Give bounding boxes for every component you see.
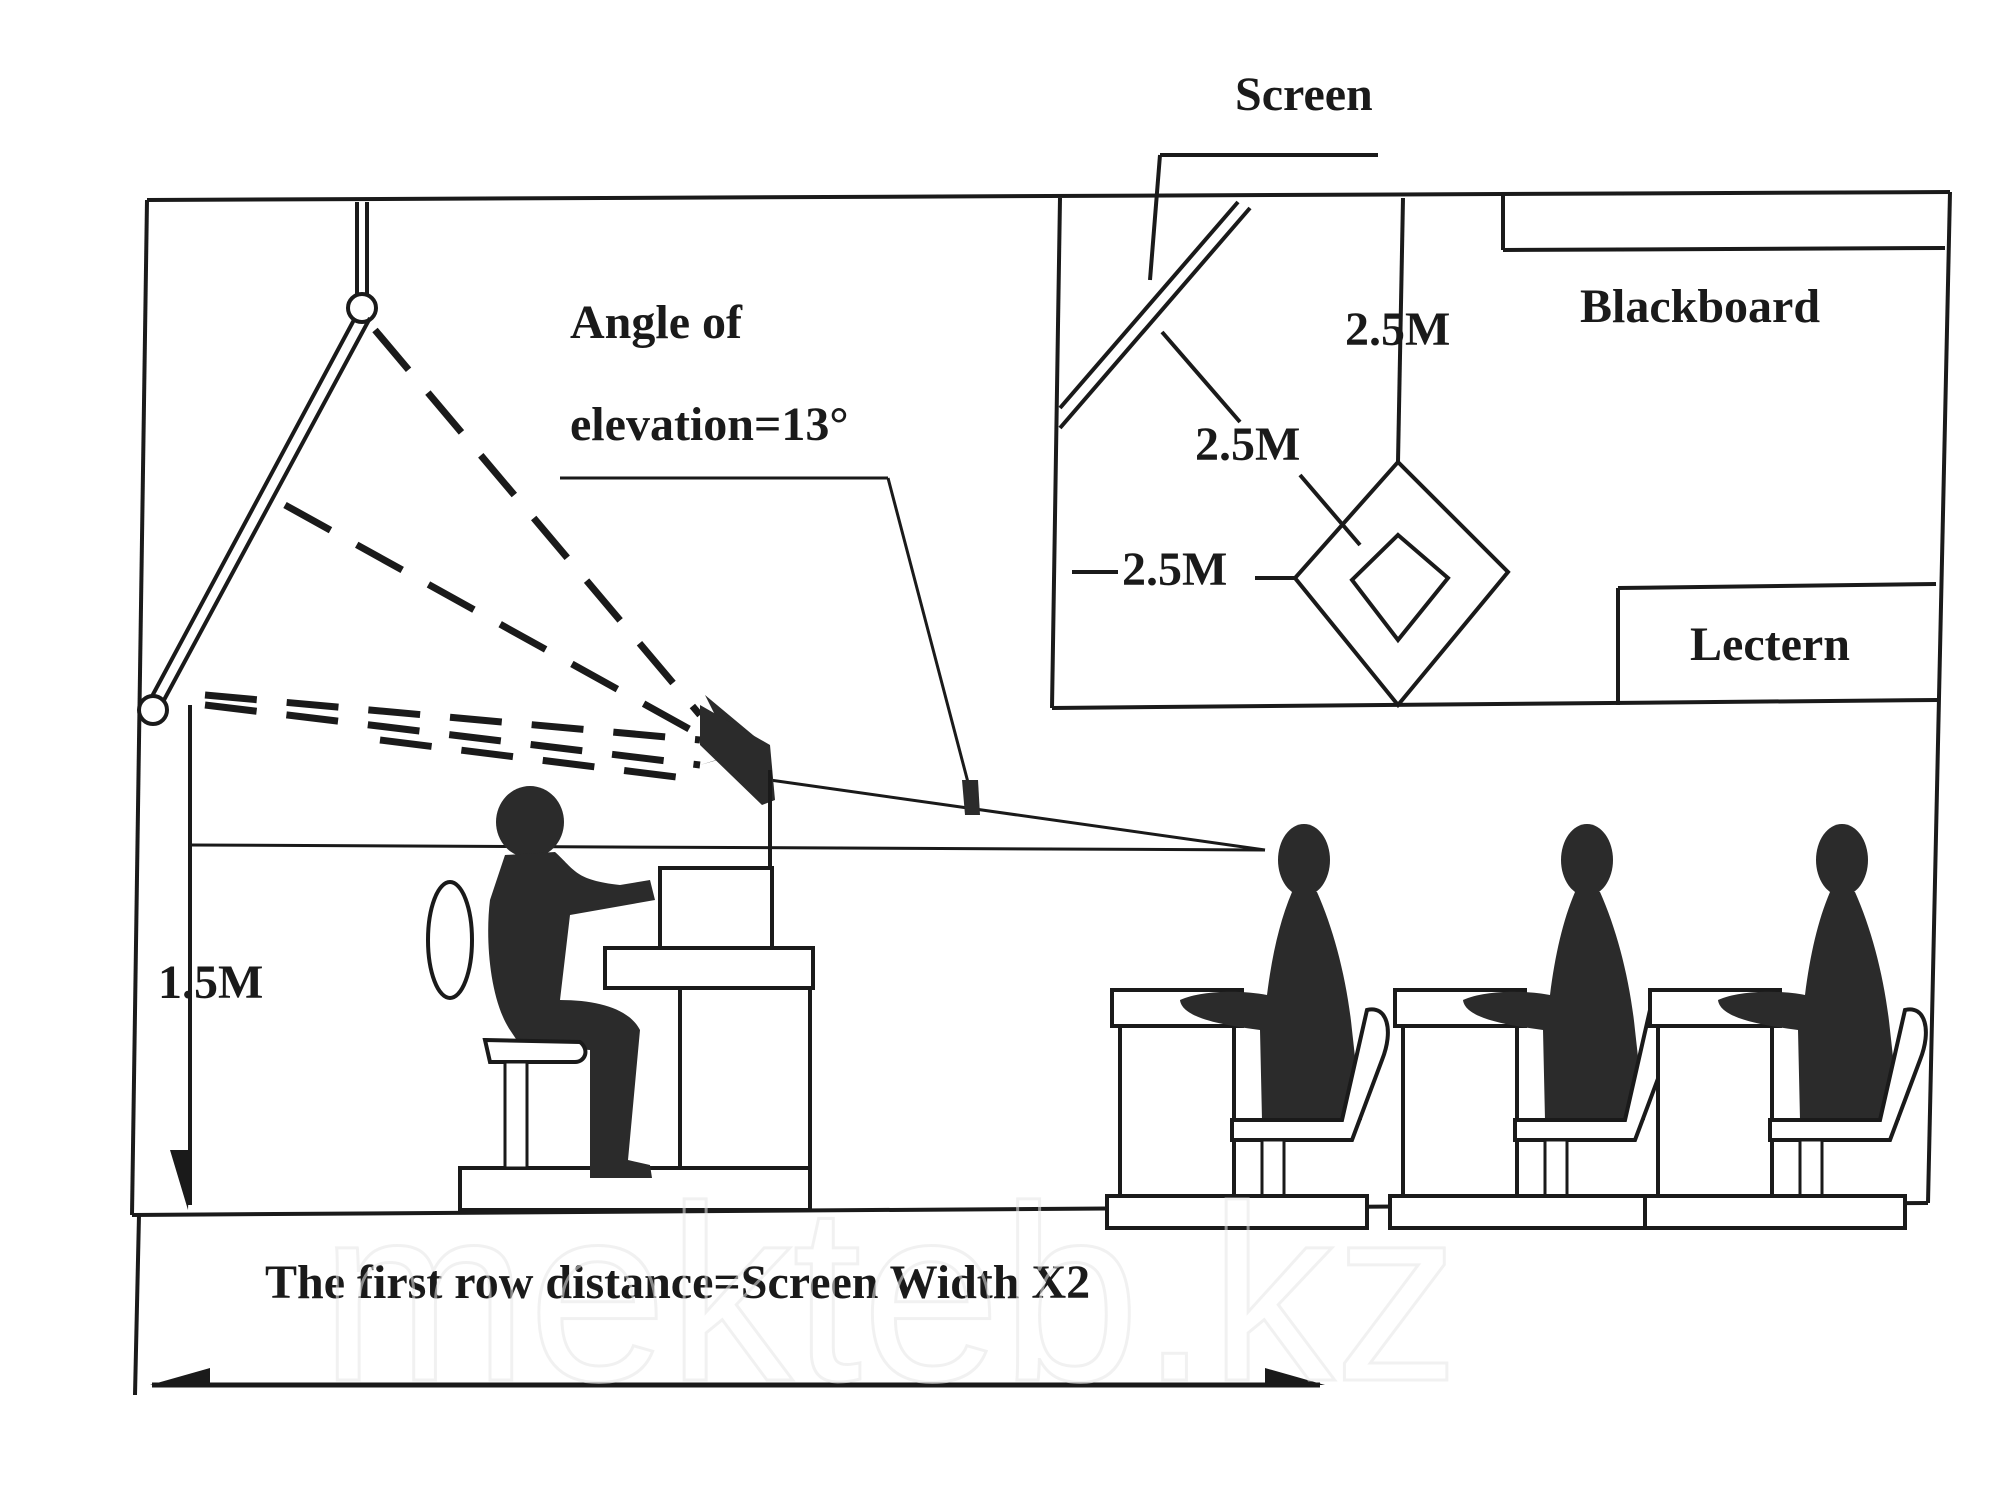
dim-horizontal-label: 2.5M xyxy=(1122,543,1227,596)
sight-lines xyxy=(204,327,703,784)
dim-diagonal-label: 2.5M xyxy=(1195,418,1300,471)
first-row-label: The first row distance=Screen Width X2 xyxy=(265,1256,1090,1309)
dim-vertical-label: 2.5M xyxy=(1345,303,1450,356)
first-row-dimension xyxy=(150,1368,1325,1388)
watermark: mekteb.kz xyxy=(320,1154,1459,1433)
projection-screen-side xyxy=(137,202,378,726)
elevation-indicator xyxy=(188,476,1266,1205)
lectern-label: Lectern xyxy=(1690,618,1850,671)
angle-arrow xyxy=(962,780,980,815)
teacher-lectern xyxy=(426,705,815,1212)
height-label: 1.5M xyxy=(158,956,263,1009)
blackboard-label: Blackboard xyxy=(1580,280,1820,333)
height-arrow xyxy=(170,1150,190,1210)
student-row-3 xyxy=(1643,822,1928,1230)
angle-label-line2: elevation=13° xyxy=(570,398,849,451)
screen-label: Screen xyxy=(1235,68,1373,121)
angle-label-line1: Angle of xyxy=(570,296,743,349)
plan-view-inset xyxy=(1050,153,1946,710)
